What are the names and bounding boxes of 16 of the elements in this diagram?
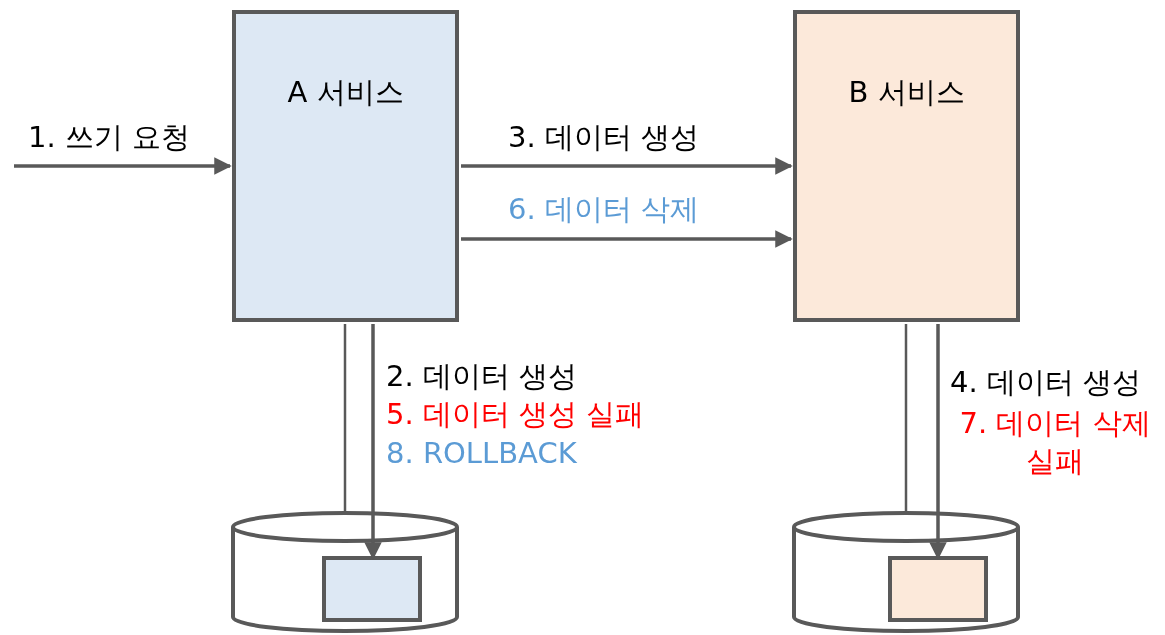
step-label: 7. 데이터 삭제 실패 xyxy=(958,405,1152,480)
service-box: A 서비스 xyxy=(232,10,459,322)
arrow xyxy=(461,230,793,248)
arrow xyxy=(461,157,793,175)
step-label: 5. 데이터 생성 실패 xyxy=(386,396,645,433)
step-label: 2. 데이터 생성 xyxy=(386,358,578,395)
step-label: 4. 데이터 생성 xyxy=(950,364,1142,401)
database-cylinder xyxy=(792,511,1020,633)
arrow xyxy=(14,157,232,175)
service-box: B 서비스 xyxy=(793,10,1020,322)
connector-line xyxy=(904,324,908,513)
database-cylinder xyxy=(231,511,459,633)
data-box xyxy=(322,556,422,622)
data-box xyxy=(888,556,988,622)
step-label: 8. ROLLBACK xyxy=(386,435,577,472)
connector-line xyxy=(343,324,347,513)
